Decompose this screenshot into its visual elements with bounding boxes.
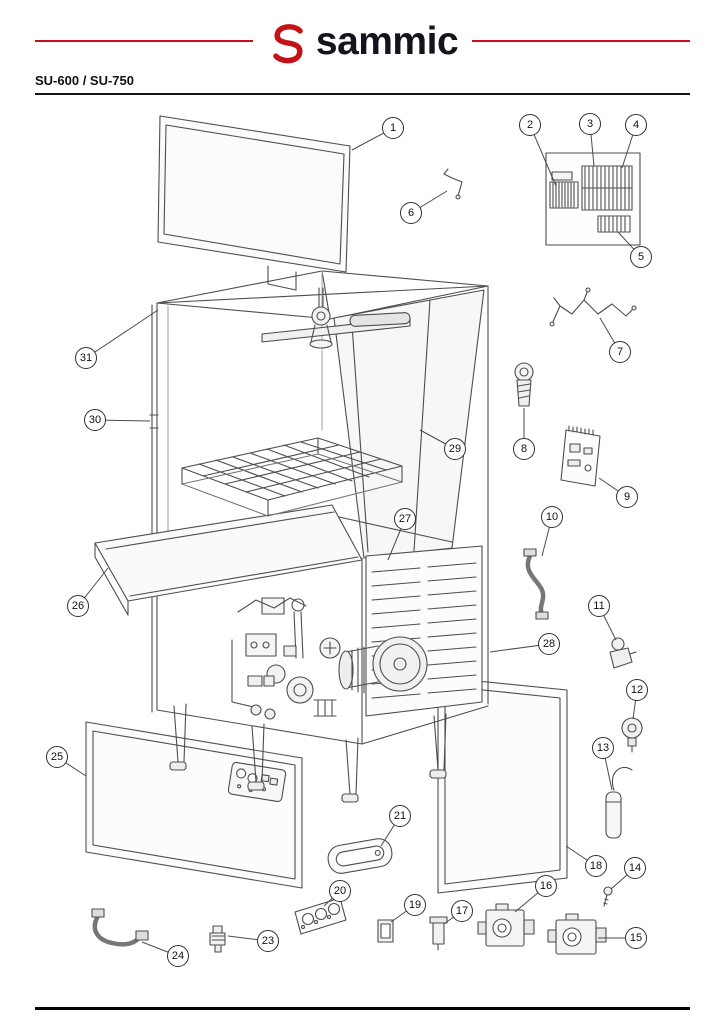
level-tube: [605, 766, 633, 839]
callout-28: 28: [538, 633, 560, 655]
cable-harness: [549, 287, 637, 327]
footer-rule: [35, 1007, 690, 1010]
callout-15: 15: [625, 927, 647, 949]
leader-line-31: [85, 309, 159, 359]
callout-2: 2: [519, 114, 541, 136]
door-switch-bracket: [443, 168, 463, 200]
rack-basket: [181, 437, 403, 517]
handle-plate: [327, 838, 393, 874]
callout-24: 24: [167, 945, 189, 967]
callout-13: 13: [592, 737, 614, 759]
indicator-plate: [294, 897, 347, 935]
control-pcb: [560, 425, 601, 487]
callout-5: 5: [630, 246, 652, 268]
cable-gland: [514, 362, 534, 407]
header-rule-right: [472, 39, 691, 43]
callout-26: 26: [67, 595, 89, 617]
inlet-filter: [429, 916, 448, 951]
lid-panel: [157, 115, 351, 291]
model-label: SU-600 / SU-750: [35, 73, 134, 88]
drain-hose: [523, 548, 549, 620]
solenoid-valve-right: [547, 913, 607, 955]
drain-fitting: [209, 925, 226, 953]
callout-25: 25: [46, 746, 68, 768]
side-panel-right: [437, 676, 568, 894]
model-row: SU-600 / SU-750: [35, 72, 690, 95]
callout-16: 16: [535, 875, 557, 897]
open-door-shelf: [94, 504, 363, 616]
callout-19: 19: [404, 894, 426, 916]
callout-3: 3: [579, 113, 601, 135]
callout-12: 12: [626, 679, 648, 701]
pressure-switch: [621, 717, 643, 753]
solenoid-valve-left: [477, 903, 535, 947]
sammic-logo: sammic: [267, 19, 459, 64]
callout-6: 6: [400, 202, 422, 224]
callout-10: 10: [541, 506, 563, 528]
wash-arm: [261, 287, 411, 349]
header-rule-left: [35, 39, 253, 43]
check-valve: [609, 637, 637, 669]
callout-14: 14: [624, 857, 646, 879]
callout-7: 7: [609, 341, 631, 363]
page-header: sammic: [35, 12, 691, 70]
model-underline: [35, 93, 690, 95]
callout-29: 29: [444, 438, 466, 460]
callout-18: 18: [585, 855, 607, 877]
callout-8: 8: [513, 438, 535, 460]
sammic-s-icon: [273, 24, 303, 64]
callout-27: 27: [394, 508, 416, 530]
micro-switch: [377, 919, 394, 943]
leader-line-2: [529, 124, 557, 187]
callout-30: 30: [84, 409, 106, 431]
terminal-box: [545, 152, 641, 246]
callout-17: 17: [451, 900, 473, 922]
callout-31: 31: [75, 347, 97, 369]
callout-21: 21: [389, 805, 411, 827]
callout-9: 9: [616, 486, 638, 508]
callout-1: 1: [382, 117, 404, 139]
callout-20: 20: [329, 880, 351, 902]
machinery: [231, 597, 428, 720]
callout-23: 23: [257, 930, 279, 952]
legs: [169, 703, 447, 803]
callout-4: 4: [625, 114, 647, 136]
front-panel: [85, 721, 303, 889]
callout-11: 11: [588, 595, 610, 617]
fill-hose: [91, 908, 149, 947]
brand-name: sammic: [315, 19, 459, 63]
screw: [603, 886, 613, 907]
